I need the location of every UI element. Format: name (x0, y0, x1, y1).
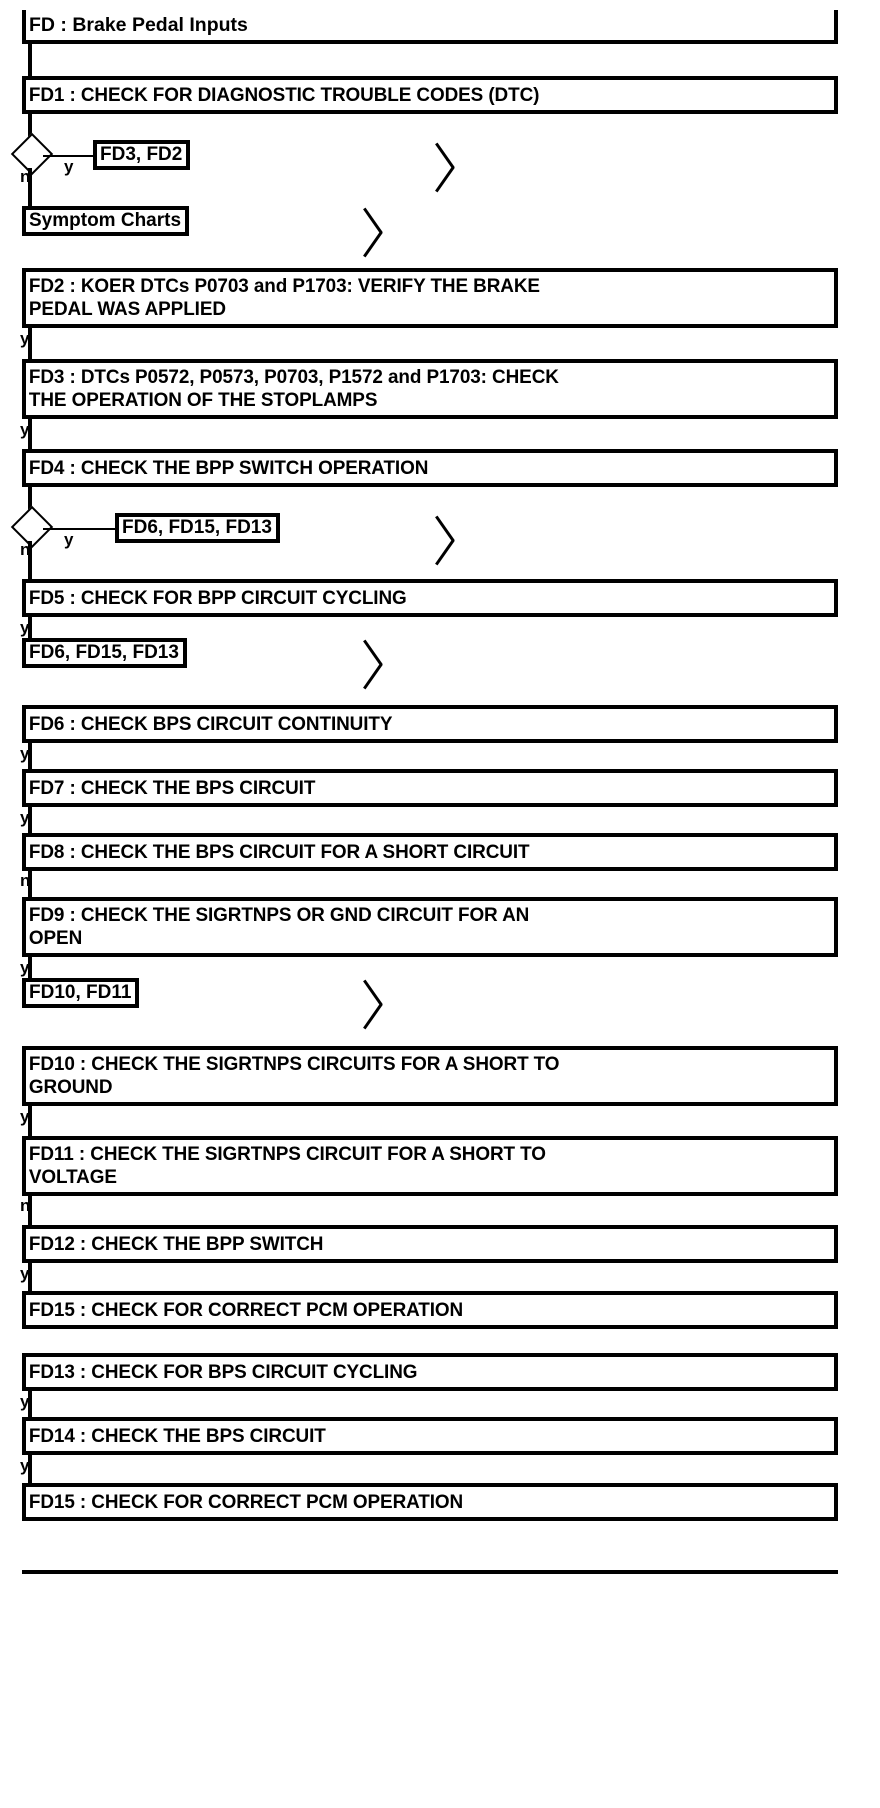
step-label-fd8: FD8 : CHECK THE BPS CIRCUIT FOR A SHORT … (28, 840, 530, 863)
step-label-fd9: FD9 : CHECK THE SIGRTNPS OR GND CIRCUIT … (28, 904, 530, 949)
branch-label-no-fd8: n (20, 871, 31, 890)
step-label-fd14: FD14 : CHECK THE BPS CIRCUIT (28, 1424, 326, 1447)
step-box-fd12[interactable]: FD12 : CHECK THE BPP SWITCH (22, 1225, 838, 1263)
step-box-fd1[interactable]: FD1 : CHECK FOR DIAGNOSTIC TROUBLE CODES… (22, 76, 838, 114)
connector-fd2-to-fd3 (28, 328, 32, 359)
connector-fd10-to-fd11 (28, 1106, 32, 1136)
reference-label-fd6-fd15-fd13-a: FD6, FD15, FD13 (122, 517, 272, 538)
step-label-fd5: FD5 : CHECK FOR BPP CIRCUIT CYCLING (28, 586, 407, 609)
branch-label-yes-fd12: y (20, 1264, 30, 1283)
branch-label-yes-1: y (64, 157, 74, 176)
branch-label-no-fd11: n (20, 1196, 31, 1215)
connector-decision1-to-symptom-charts (28, 168, 32, 206)
branch-label-yes-fd5: y (20, 618, 30, 637)
step-label-fd1: FD1 : CHECK FOR DIAGNOSTIC TROUBLE CODES… (28, 83, 540, 106)
step-box-fd6[interactable]: FD6 : CHECK BPS CIRCUIT CONTINUITY (22, 705, 838, 743)
step-box-fd3[interactable]: FD3 : DTCs P0572, P0573, P0703, P1572 an… (22, 359, 838, 419)
connector-decision2-to-fd5 (28, 541, 32, 579)
step-box-fd8[interactable]: FD8 : CHECK THE BPS CIRCUIT FOR A SHORT … (22, 833, 838, 871)
connector-fd12-to-fd15a (28, 1263, 32, 1291)
branch-label-yes-fd2: y (20, 329, 30, 348)
step-label-fd7: FD7 : CHECK THE BPS CIRCUIT (28, 776, 316, 799)
connector-fd11-to-fd12 (28, 1196, 32, 1225)
reference-label-fd10-fd11: FD10, FD11 (29, 982, 132, 1003)
step-box-fd2[interactable]: FD2 : KOER DTCs P0703 and P1703: VERIFY … (22, 268, 838, 328)
chart-title-header: FD : Brake Pedal Inputs (22, 10, 838, 44)
connector-fd9-to-ref-fd10-fd11 (28, 957, 32, 980)
step-box-fd7[interactable]: FD7 : CHECK THE BPS CIRCUIT (22, 769, 838, 807)
connector-fd6-to-fd7 (28, 743, 32, 769)
connector-fd5-to-ref (28, 617, 32, 640)
reference-box-symptom-charts[interactable]: Symptom Charts (22, 206, 190, 236)
step-box-fd13[interactable]: FD13 : CHECK FOR BPS CIRCUIT CYCLING (22, 1353, 838, 1391)
reference-label-fd3-fd2: FD3, FD2 (100, 144, 183, 165)
connector-fd1-to-decision1 (28, 114, 32, 139)
reference-label-fd6-fd15-fd13-b: FD6, FD15, FD13 (29, 642, 179, 663)
connector-fd13-to-fd14 (28, 1391, 32, 1417)
branch-label-yes-fd7: y (20, 808, 30, 827)
branch-label-yes-fd13: y (20, 1392, 30, 1411)
step-box-fd9[interactable]: FD9 : CHECK THE SIGRTNPS OR GND CIRCUIT … (22, 897, 838, 957)
step-label-fd12: FD12 : CHECK THE BPP SWITCH (28, 1232, 324, 1255)
reference-box-fd10-fd11[interactable]: FD10, FD11 (22, 978, 140, 1008)
step-box-fd15-b[interactable]: FD15 : CHECK FOR CORRECT PCM OPERATION (22, 1483, 838, 1521)
reference-box-fd3-fd2[interactable]: FD3, FD2 (93, 140, 191, 170)
branch-label-yes-2: y (64, 530, 74, 549)
connector-decision2-to-ref-fd6-fd15-fd13 (43, 528, 115, 530)
step-label-fd15-a: FD15 : CHECK FOR CORRECT PCM OPERATION (28, 1298, 464, 1321)
page-title: FD : Brake Pedal Inputs (29, 14, 248, 36)
branch-label-yes-fd10: y (20, 1107, 30, 1126)
step-label-fd6: FD6 : CHECK BPS CIRCUIT CONTINUITY (28, 712, 393, 735)
step-label-fd2: FD2 : KOER DTCs P0703 and P1703: VERIFY … (28, 275, 540, 320)
connector-fd14-to-fd15b (28, 1455, 32, 1483)
branch-label-no-1: n (20, 167, 31, 186)
reference-label-symptom-charts: Symptom Charts (29, 210, 182, 231)
connector-fd7-to-fd8 (28, 807, 32, 833)
step-box-fd4[interactable]: FD4 : CHECK THE BPP SWITCH OPERATION (22, 449, 838, 487)
connector-title-to-fd1 (28, 44, 32, 76)
step-box-fd15-a[interactable]: FD15 : CHECK FOR CORRECT PCM OPERATION (22, 1291, 838, 1329)
step-label-fd11: FD11 : CHECK THE SIGRTNPS CIRCUIT FOR A … (28, 1143, 546, 1188)
step-box-fd10[interactable]: FD10 : CHECK THE SIGRTNPS CIRCUITS FOR A… (22, 1046, 838, 1106)
branch-label-yes-fd3: y (20, 420, 30, 439)
step-label-fd15-b: FD15 : CHECK FOR CORRECT PCM OPERATION (28, 1490, 464, 1513)
step-label-fd4: FD4 : CHECK THE BPP SWITCH OPERATION (28, 456, 429, 479)
reference-box-fd6-fd15-fd13-b[interactable]: FD6, FD15, FD13 (22, 638, 187, 668)
step-label-fd3: FD3 : DTCs P0572, P0573, P0703, P1572 an… (28, 366, 559, 411)
branch-label-yes-fd9: y (20, 958, 30, 977)
connector-fd8-to-fd9 (28, 871, 32, 897)
connector-fd3-to-fd4 (28, 419, 32, 449)
decision-diamond-1[interactable] (10, 132, 54, 176)
connector-decision1-to-ref-fd3-fd2 (43, 155, 93, 157)
branch-label-yes-fd14: y (20, 1456, 30, 1475)
branch-label-no-2: n (20, 540, 31, 559)
connector-fd4-to-decision2 (28, 487, 32, 512)
branch-label-yes-fd6: y (20, 744, 30, 763)
step-box-fd14[interactable]: FD14 : CHECK THE BPS CIRCUIT (22, 1417, 838, 1455)
step-box-fd5[interactable]: FD5 : CHECK FOR BPP CIRCUIT CYCLING (22, 579, 838, 617)
reference-box-fd6-fd15-fd13-a[interactable]: FD6, FD15, FD13 (115, 513, 280, 543)
step-box-fd11[interactable]: FD11 : CHECK THE SIGRTNPS CIRCUIT FOR A … (22, 1136, 838, 1196)
step-label-fd10: FD10 : CHECK THE SIGRTNPS CIRCUITS FOR A… (28, 1053, 560, 1098)
step-label-fd13: FD13 : CHECK FOR BPS CIRCUIT CYCLING (28, 1360, 418, 1383)
bottom-divider (22, 1570, 838, 1574)
decision-diamond-2[interactable] (10, 505, 54, 549)
